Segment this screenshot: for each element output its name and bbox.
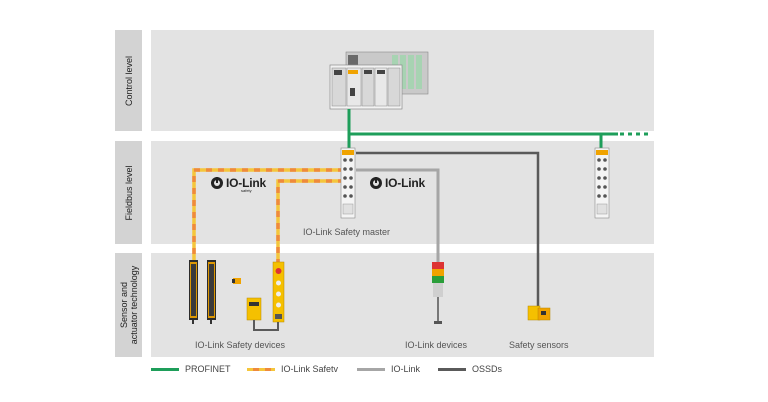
safety-sensors-caption: Safety sensors: [509, 340, 569, 350]
safety-switch-icon: [232, 278, 262, 321]
iolink-logo-text: IO-Link: [385, 176, 425, 190]
iolink-devices-caption: IO-Link devices: [405, 340, 468, 350]
control-station-icon: [272, 261, 285, 323]
iolink-safety-logo: IO-Link safety: [211, 176, 266, 193]
safety-devices-caption: IO-Link Safety devices: [195, 340, 286, 350]
legend-ossds: OSSDs: [438, 364, 502, 374]
ossd-line: [356, 151, 540, 308]
legend-label: IO-Link: [391, 364, 421, 374]
iolink-logo: IO-Link: [370, 176, 425, 190]
light-curtain-icon: [189, 260, 216, 324]
legend-swatch-iolink: [357, 367, 385, 371]
iolink-safety-master-icon: [340, 147, 356, 219]
sensor-level-band: [151, 253, 654, 357]
legend-profinet: PROFINET: [151, 364, 231, 374]
legend-iolink-safety: IO-Link Safetv: [247, 364, 338, 374]
control-level-label: Control level: [115, 30, 142, 131]
legend-swatch-ossds: [438, 367, 466, 371]
iolink-safety-lines: [192, 168, 344, 262]
iolink-module-icon: [594, 147, 610, 219]
sensor-level-label: Sensor and actuator technology: [115, 253, 142, 357]
legend-label: IO-Link Safetv: [281, 364, 339, 374]
plc-controller-icon: [329, 51, 429, 110]
iolink-logo-icon: [211, 177, 223, 189]
legend-label: PROFINET: [185, 364, 231, 374]
signal-tower-icon: [432, 262, 444, 324]
profinet-lines: [347, 109, 648, 148]
legend-iolink: IO-Link: [357, 364, 420, 374]
legend-label: OSSDs: [472, 364, 503, 374]
legend-swatch-profinet: [151, 367, 179, 371]
iolink-line: [356, 168, 440, 262]
safety-sensor-icon: [527, 305, 551, 321]
fieldbus-level-band: [151, 141, 654, 244]
master-caption: IO-Link Safety master: [303, 227, 391, 237]
legend-swatch-iolink-safety: [247, 367, 275, 371]
device-cable: [253, 320, 279, 331]
iolink-safety-logo-sub: safety: [241, 188, 252, 193]
iolink-safety-logo-text: IO-Link: [226, 176, 266, 190]
fieldbus-level-label: Fieldbus level: [115, 141, 142, 244]
iolink-logo-icon: [370, 177, 382, 189]
